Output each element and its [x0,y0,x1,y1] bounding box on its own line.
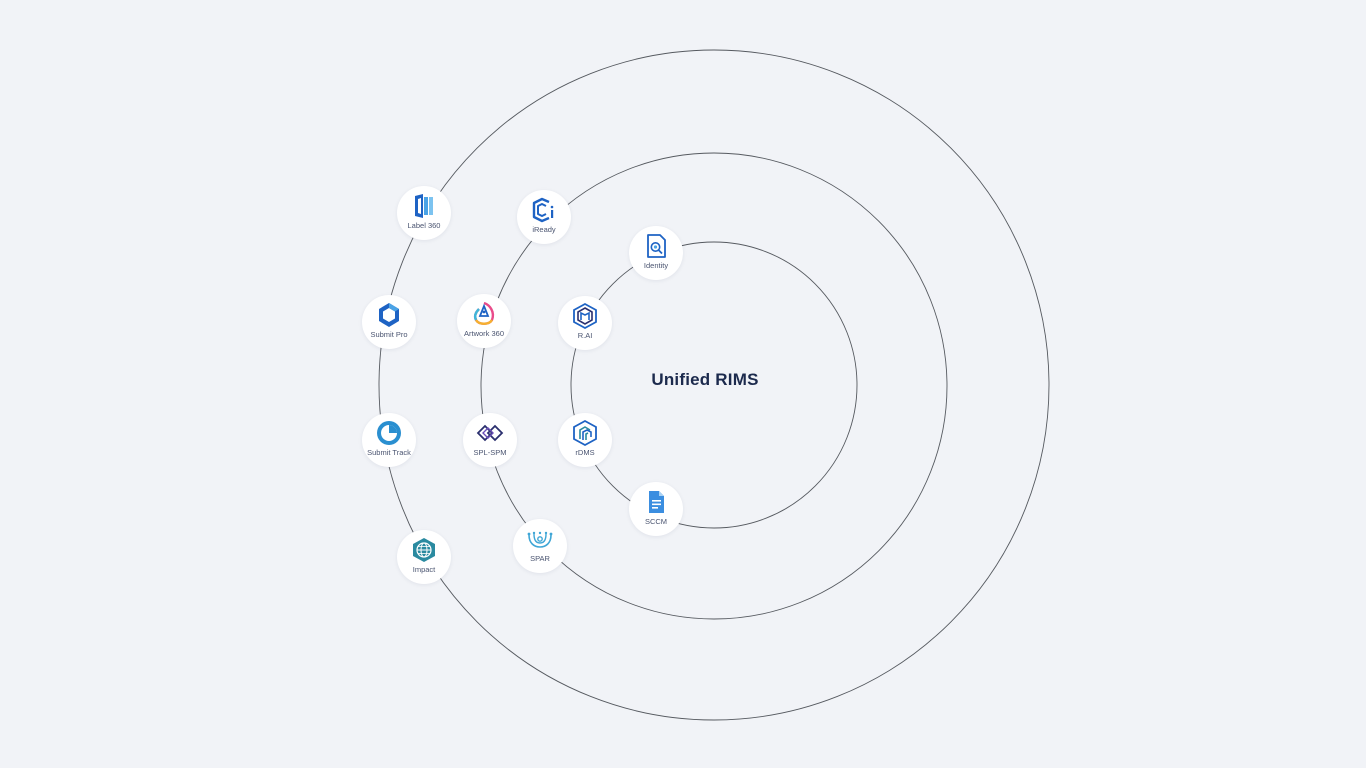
product-impact[interactable]: Impact [397,530,451,584]
product-label: Submit Track [367,448,411,457]
product-rdms[interactable]: rDMS [558,413,612,467]
middle-ring [480,152,948,620]
rdms-logo-icon [571,419,599,447]
product-submit-track[interactable]: Submit Track [362,413,416,467]
product-iready[interactable]: iReady [517,190,571,244]
product-sccm[interactable]: SCCM [629,482,683,536]
product-submit-pro[interactable]: Submit Pro [362,295,416,349]
artwork-360-logo-icon [470,300,498,328]
identity-document-search-icon [642,232,670,260]
product-rai[interactable]: R.AI [558,296,612,350]
product-identity[interactable]: Identity [629,226,683,280]
product-label-360[interactable]: Label 360 [397,186,451,240]
product-label: Submit Pro [370,330,408,339]
rai-logo-icon [571,302,599,330]
spl-spm-logo-icon [476,419,504,447]
product-label: Impact [412,565,436,574]
spar-logo-icon [526,525,554,553]
product-label: SPAR [530,554,550,563]
product-label: rDMS [575,448,595,457]
impact-globe-logo-icon [410,536,438,564]
sccm-document-icon [642,488,670,516]
product-label: iReady [532,225,556,234]
iready-logo-icon [530,196,558,224]
product-label: Identity [643,261,669,270]
submit-pro-logo-icon [375,301,403,329]
label-360-logo-icon [410,192,438,220]
product-label: R.AI [577,331,593,340]
outer-ring [378,49,1050,721]
center-title: Unified RIMS [651,370,759,389]
product-spl-spm[interactable]: SPL-SPM [463,413,517,467]
inner-ring [570,241,858,529]
product-spar[interactable]: SPAR [513,519,567,573]
product-label: Label 360 [407,221,441,230]
submit-track-logo-icon [375,419,403,447]
product-label: Artwork 360 [463,329,505,338]
product-artwork-360[interactable]: Artwork 360 [457,294,511,348]
product-label: SCCM [644,517,668,526]
product-label: SPL-SPM [473,448,507,457]
